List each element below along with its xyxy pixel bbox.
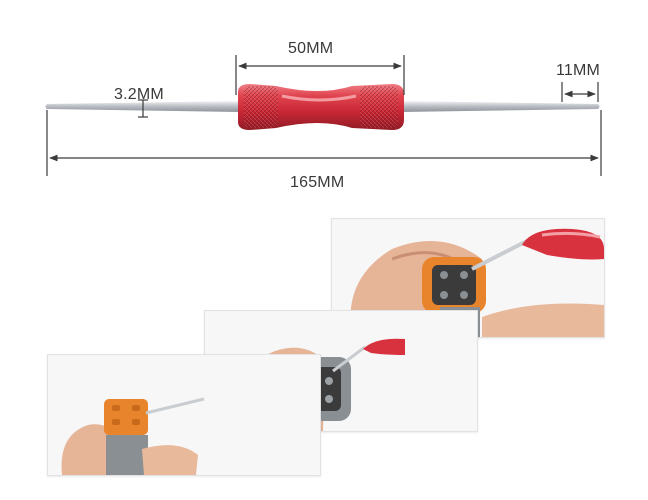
handle-length-label: 50MM: [288, 40, 334, 57]
overall-length-label: 165MM: [290, 174, 345, 191]
tip-width-dimension: [138, 99, 148, 118]
tip-length-label: 11MM: [556, 62, 601, 79]
tool-dimension-diagram: [45, 55, 602, 176]
tip-length-dimension: [561, 82, 599, 102]
tip-width-label: 3.2MM: [114, 86, 164, 103]
usage-photo-1: [47, 354, 321, 476]
tool-handle: [238, 84, 404, 130]
hand-with-small-orange-connector-illustration: [48, 355, 320, 475]
overall-length-dimension: [46, 110, 602, 176]
handle-length-dimension: [235, 55, 405, 95]
